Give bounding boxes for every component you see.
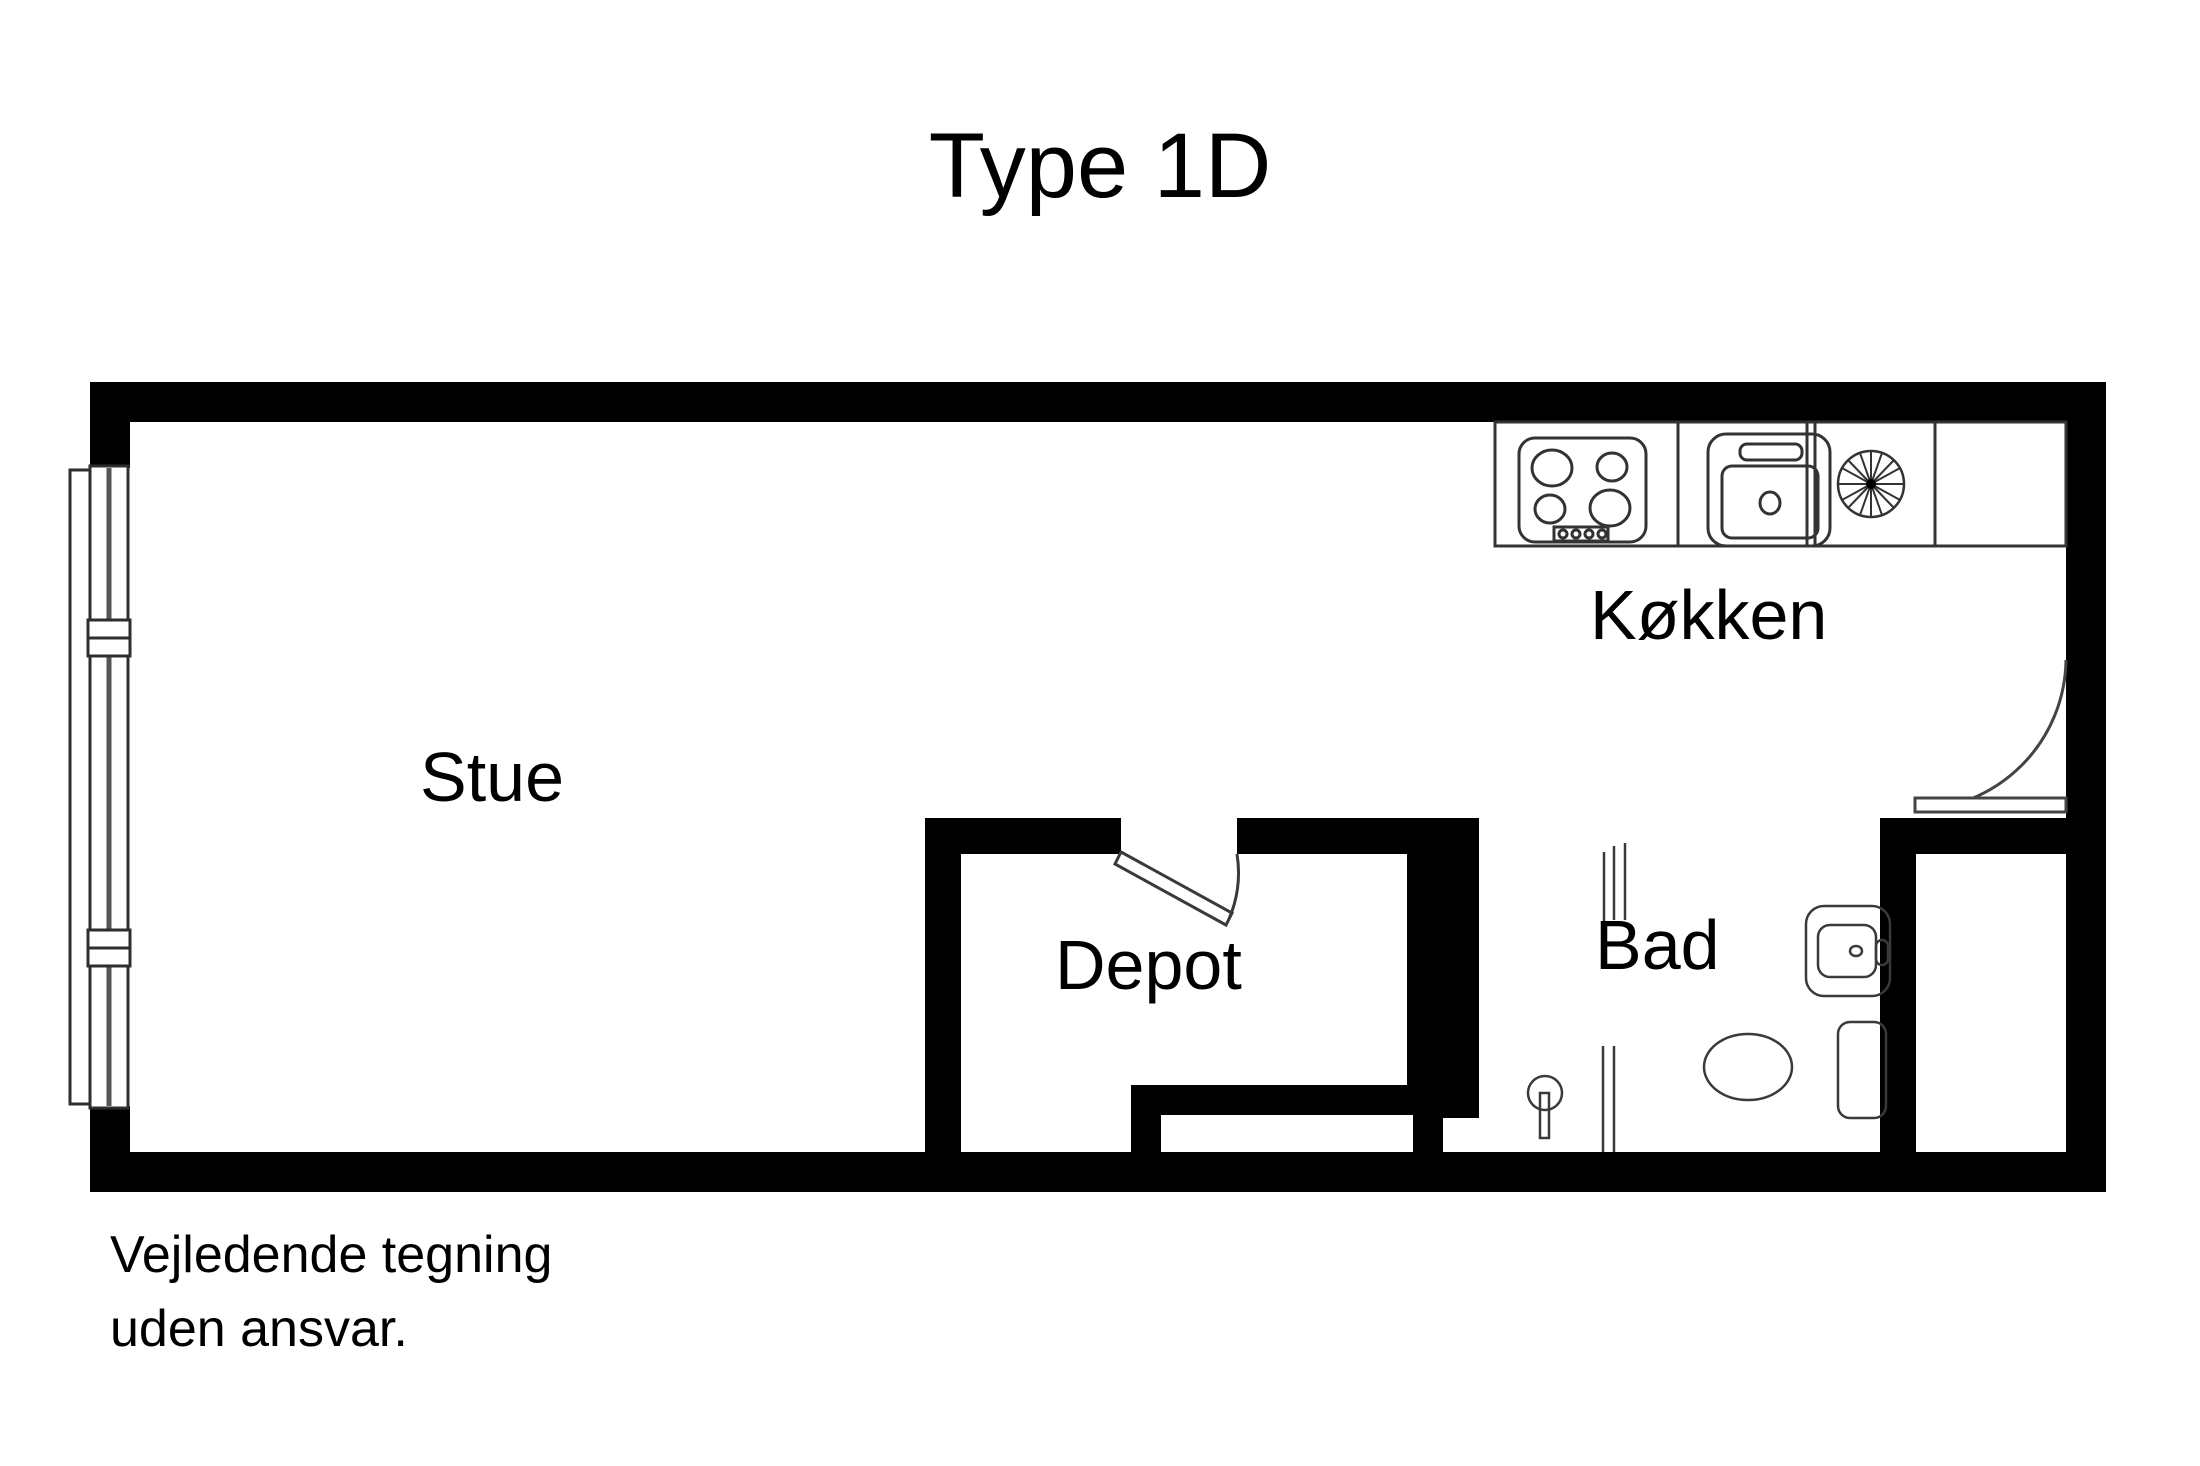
kitchen-sink-icon: [1706, 432, 1832, 548]
bathroom-sink-icon: [1804, 904, 1892, 998]
bath-cabinet-icon: [1836, 1020, 1888, 1120]
window-mullion-upper: [86, 618, 132, 658]
floor-drain-icon: [1526, 1074, 1564, 1140]
toilet-icon: [1702, 1032, 1794, 1102]
room-label-stue: Stue: [420, 738, 564, 816]
room-label-depot: Depot: [1055, 926, 1242, 1004]
outer-walls: [90, 382, 2106, 1192]
cooktop-icon: [1517, 436, 1648, 544]
round-vent-icon: [1836, 449, 1906, 519]
interior-walls: [925, 818, 2066, 1152]
page-title: Type 1D: [928, 115, 1272, 217]
window-glazing-wall: [68, 464, 132, 1110]
room-label-kokken: Køkken: [1590, 576, 1828, 654]
bath-sliding-door: [1601, 1046, 1616, 1152]
room-label-bad: Bad: [1595, 906, 1720, 984]
window-mullion-lower: [86, 928, 132, 968]
entrance-door: [1913, 659, 2068, 814]
depot-door: [1113, 849, 1240, 928]
disclaimer-text: Vejledende tegning uden ansvar.: [110, 1226, 553, 1358]
corridor-sliding-door: [1602, 843, 1627, 925]
